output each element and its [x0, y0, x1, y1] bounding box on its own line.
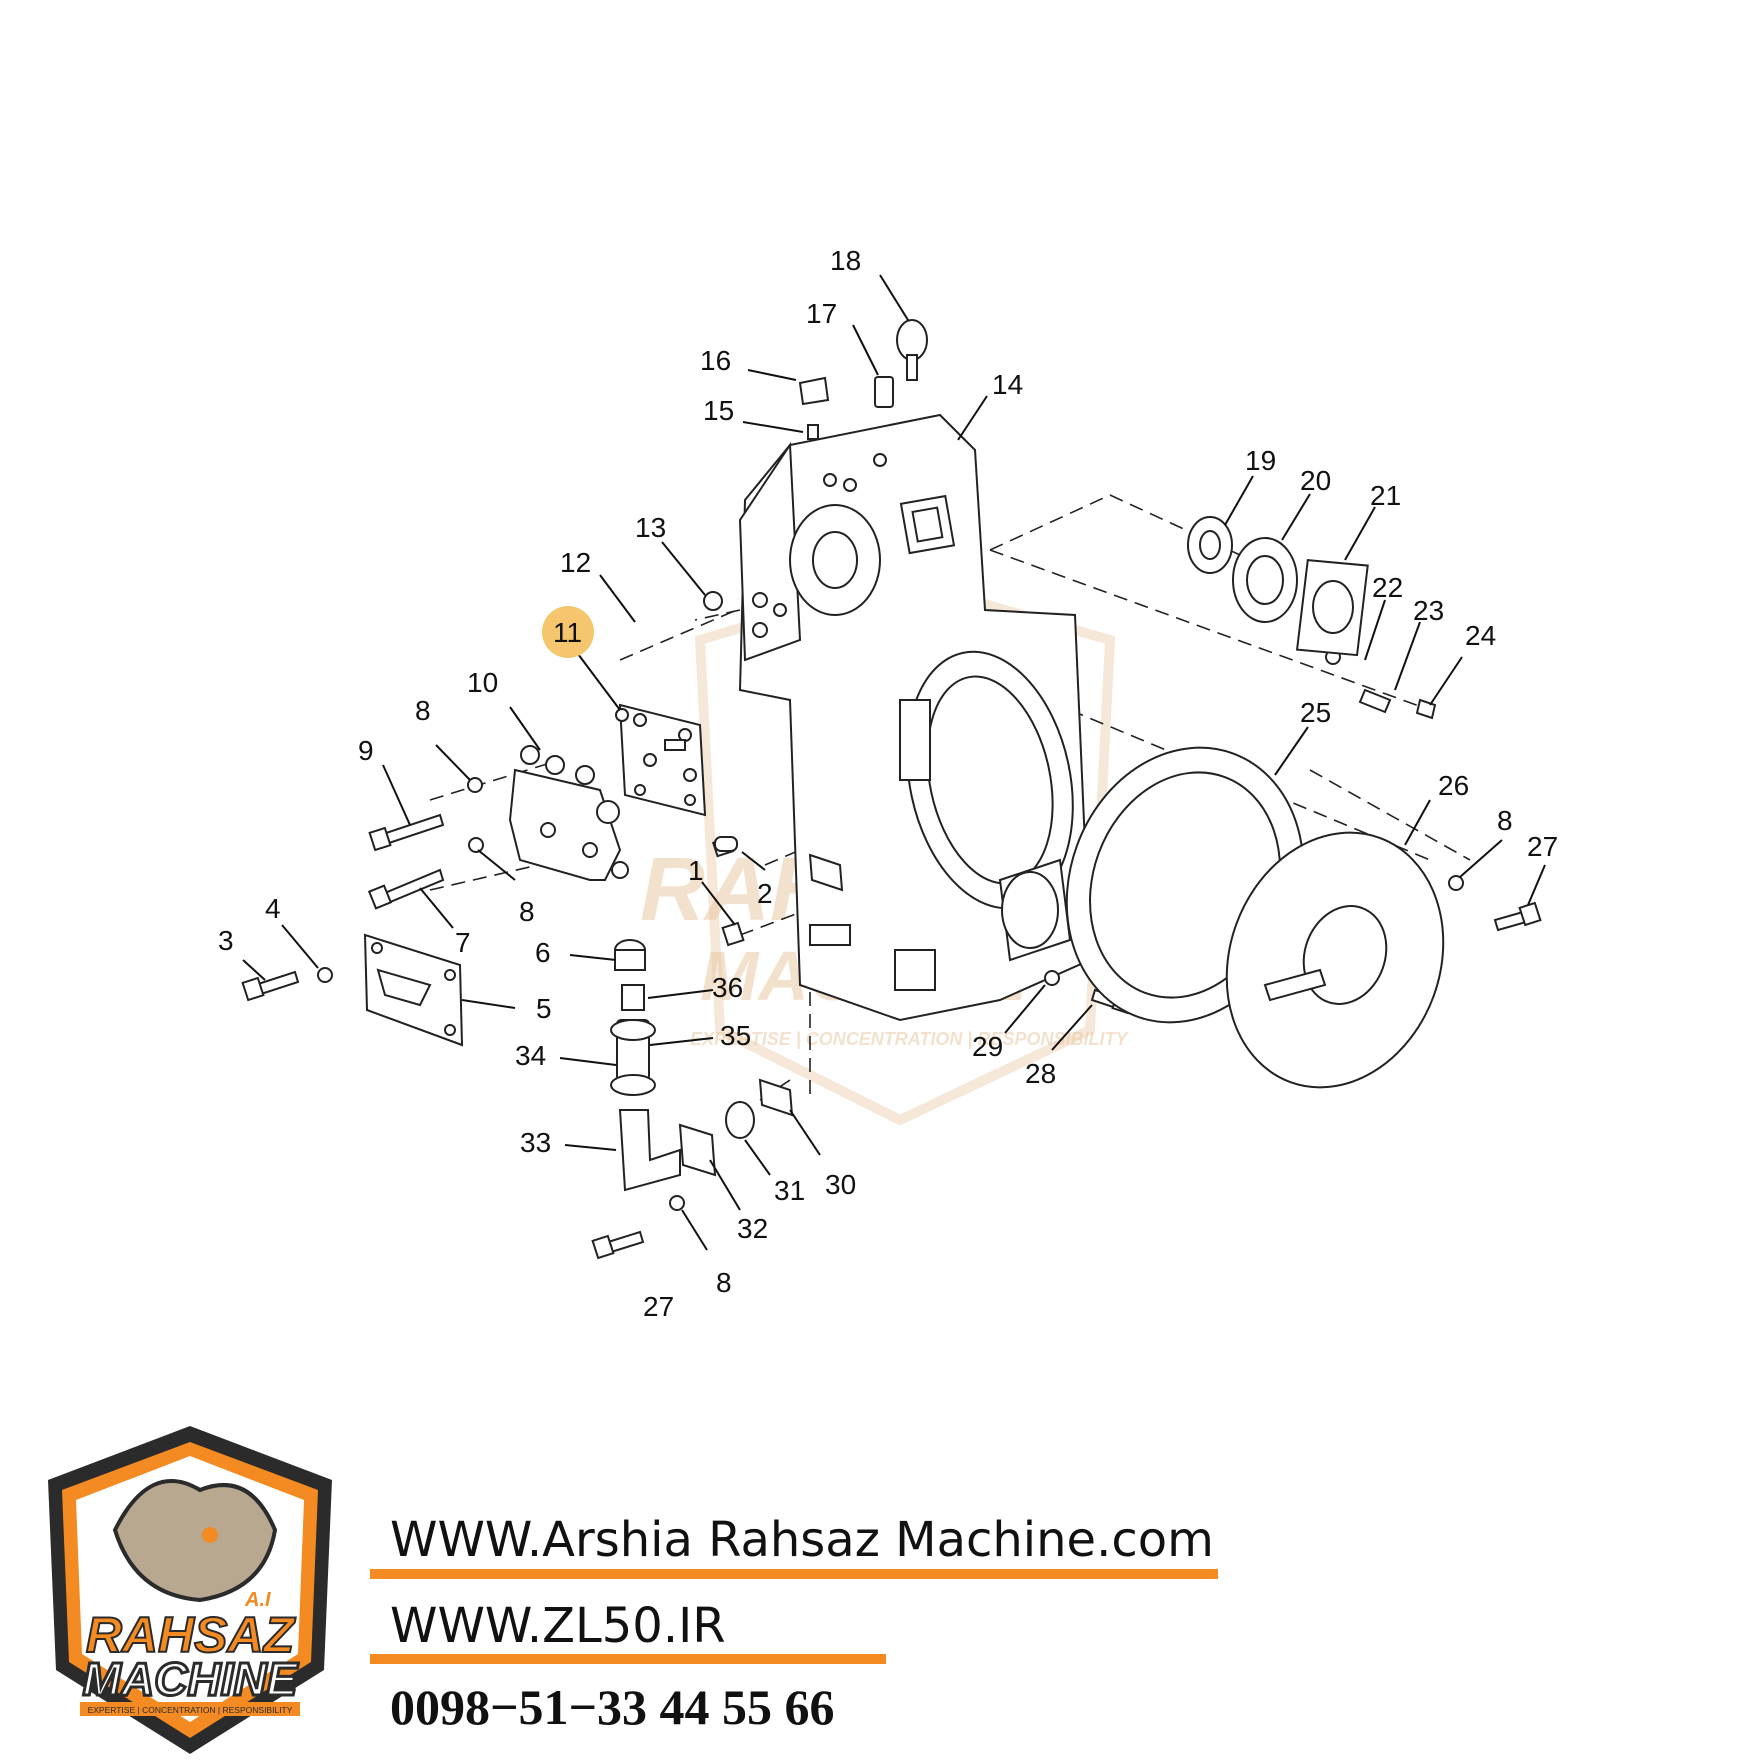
- watermark-tagline: EXPERTISE | CONCENTRATION | RESPONSIBILI…: [690, 1029, 1129, 1049]
- callout-19: 19: [1245, 445, 1276, 476]
- callout-25: 25: [1300, 697, 1331, 728]
- gasket-and-cover: [1065, 746, 1445, 1089]
- callout-31: 31: [774, 1175, 805, 1206]
- washers: [317, 591, 1464, 1211]
- callout-7: 7: [455, 927, 471, 958]
- callout-34: 34: [515, 1040, 546, 1071]
- logo-initials: A.I: [244, 1589, 271, 1611]
- callout-8-bottom: 8: [716, 1267, 732, 1298]
- callout-12: 12: [560, 547, 591, 578]
- callout-22: 22: [1372, 572, 1403, 603]
- callout-27-bottom: 27: [643, 1291, 674, 1322]
- callout-24: 24: [1465, 620, 1496, 651]
- callout-3: 3: [218, 925, 234, 956]
- callout-15: 15: [703, 395, 734, 426]
- callout-13: 13: [635, 512, 666, 543]
- top-fittings: [798, 319, 928, 440]
- callout-2: 2: [757, 878, 773, 909]
- callout-9: 9: [358, 735, 374, 766]
- valve-body-part-10: [508, 745, 629, 881]
- company-logo: A.I RAHSAZ MACHINE EXPERTISE | CONCENTRA…: [48, 1426, 332, 1754]
- underline-bar-1: [370, 1569, 1218, 1579]
- callout-8-lower: 8: [519, 896, 535, 927]
- callout-18: 18: [830, 245, 861, 276]
- footer: A.I RAHSAZ MACHINE EXPERTISE | CONCENTRA…: [0, 1420, 1764, 1764]
- website-link-2[interactable]: WWW.ZL50.IR: [390, 1598, 726, 1654]
- phone-number: 0098−51−33 44 55 66: [390, 1679, 835, 1735]
- callout-16: 16: [700, 345, 731, 376]
- callout-1: 1: [688, 855, 704, 886]
- callout-10: 10: [467, 667, 498, 698]
- callout-6: 6: [535, 937, 551, 968]
- valve-plate-part-11: [618, 703, 707, 817]
- callout-8-right: 8: [1497, 805, 1513, 836]
- callout-35: 35: [720, 1020, 751, 1051]
- callout-30: 30: [825, 1169, 856, 1200]
- callout-5: 5: [536, 993, 552, 1024]
- callout-32: 32: [737, 1213, 768, 1244]
- right-assembly: [1187, 516, 1437, 720]
- callout-29: 29: [972, 1031, 1003, 1062]
- callout-26: 26: [1438, 770, 1469, 801]
- callout-20: 20: [1300, 465, 1331, 496]
- leader-lines: [242, 274, 1546, 1251]
- logo-line2: MACHINE: [83, 1653, 299, 1705]
- website-link-1[interactable]: WWW.Arshia Rahsaz Machine.com: [390, 1512, 1214, 1568]
- lower-fittings: [610, 836, 844, 1192]
- callout-21: 21: [1370, 480, 1401, 511]
- logo-line1: RAHSAZ: [86, 1607, 297, 1663]
- callout-14: 14: [992, 369, 1023, 400]
- callout-36: 36: [712, 972, 743, 1003]
- callout-11: 11: [553, 617, 582, 648]
- callout-labels: 1 2 3 4 5 6 7 8 8 8 8 9 10 11 12 13 14 1…: [218, 245, 1558, 1322]
- callout-33: 33: [520, 1127, 551, 1158]
- bracket-part-5: [363, 933, 464, 1047]
- callout-8-upper: 8: [415, 695, 431, 726]
- underline-bar-2: [370, 1654, 886, 1664]
- logo-tagline: EXPERTISE | CONCENTRATION | RESPONSIBILI…: [88, 1705, 293, 1715]
- callout-28: 28: [1025, 1058, 1056, 1089]
- callout-17: 17: [806, 298, 837, 329]
- callout-27-right: 27: [1527, 831, 1558, 862]
- callout-11-highlight: [542, 606, 594, 658]
- callout-23: 23: [1413, 595, 1444, 626]
- callout-4: 4: [265, 893, 281, 924]
- rhino-head-icon: [112, 1479, 278, 1603]
